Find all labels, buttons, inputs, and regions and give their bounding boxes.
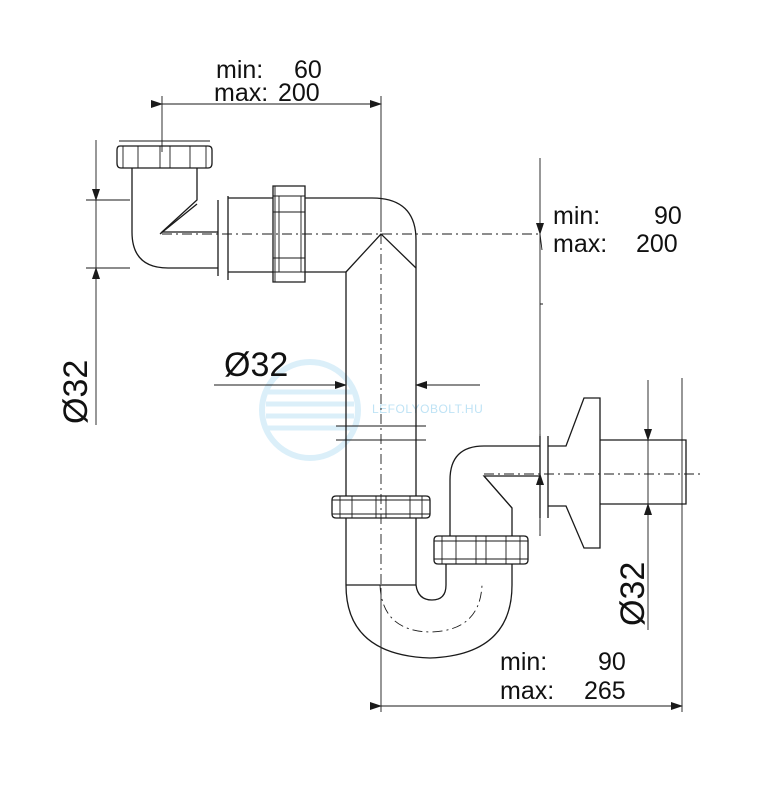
right-min-value: 90: [654, 202, 682, 230]
inlet-elbow: [131, 168, 229, 280]
dimension-right-height: min: 90 max: 200: [536, 158, 682, 536]
top-min-value: 60: [294, 56, 322, 84]
top-max-value: 200: [278, 79, 320, 107]
top-min-label: min:: [216, 56, 263, 84]
dimension-inlet-diameter: Ø32: [57, 140, 130, 425]
bottom-max-label: max:: [500, 677, 554, 705]
riser-elbow: [449, 436, 549, 536]
right-max-value: 200: [636, 230, 678, 258]
right-max-label: max:: [553, 230, 607, 258]
dimension-outlet-diameter: Ø32: [614, 380, 686, 630]
top-max-label: max:: [214, 79, 268, 107]
inlet-diameter-label: Ø32: [57, 360, 95, 424]
dimension-pipe-diameter: Ø32: [214, 346, 480, 389]
wall-flange: [548, 397, 687, 549]
u-bend: [345, 584, 513, 659]
vertical-pipe: [331, 385, 431, 586]
bottom-min-value: 90: [598, 648, 626, 676]
inlet-nut: [116, 140, 213, 169]
dimension-top-offset: min: 60 max: 200: [151, 56, 382, 232]
bottom-min-label: min:: [500, 648, 547, 676]
pipe-diameter-label: Ø32: [224, 346, 288, 384]
dimension-bottom-offset: min: 90 max: 265: [370, 378, 683, 712]
watermark-logo-icon: [259, 359, 361, 461]
right-min-label: min:: [553, 202, 600, 230]
watermark-text: LEFOLYOBOLT.HU: [372, 402, 483, 416]
riser-nut: [433, 535, 529, 585]
bottom-max-value: 265: [584, 677, 626, 705]
watermark: LEFOLYOBOLT.HU: [259, 359, 483, 461]
outlet-diameter-label: Ø32: [614, 562, 652, 626]
